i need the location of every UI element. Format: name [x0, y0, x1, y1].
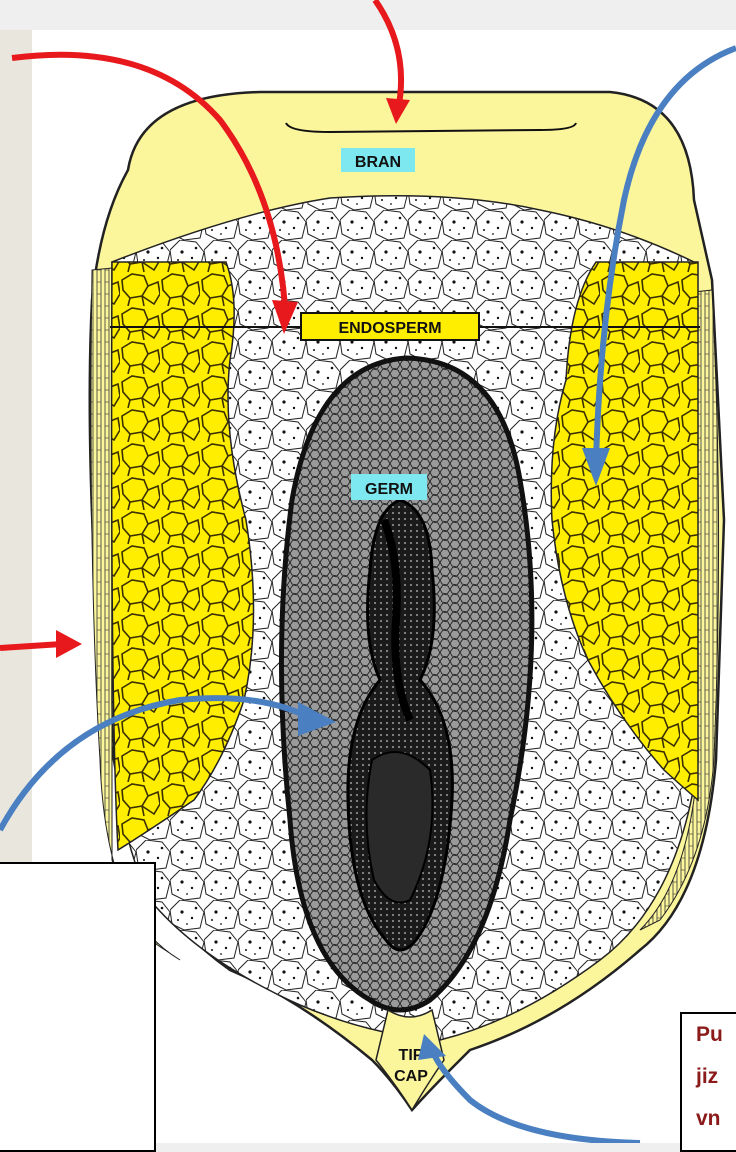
note-box: Pu jiz vn — [680, 1012, 736, 1152]
left-text-box — [0, 862, 156, 1152]
note-line-3: vn — [696, 1098, 736, 1140]
left-margin-strip — [0, 30, 32, 862]
germ-label: GERM — [365, 481, 413, 498]
cap-label: CAP — [394, 1068, 428, 1085]
arrow-to-pericarp — [0, 644, 62, 648]
note-line-1: Pu — [696, 1014, 736, 1056]
endosperm-label: ENDOSPERM — [338, 320, 441, 337]
note-line-2: jiz — [696, 1056, 736, 1098]
bran-label: BRAN — [355, 154, 401, 171]
